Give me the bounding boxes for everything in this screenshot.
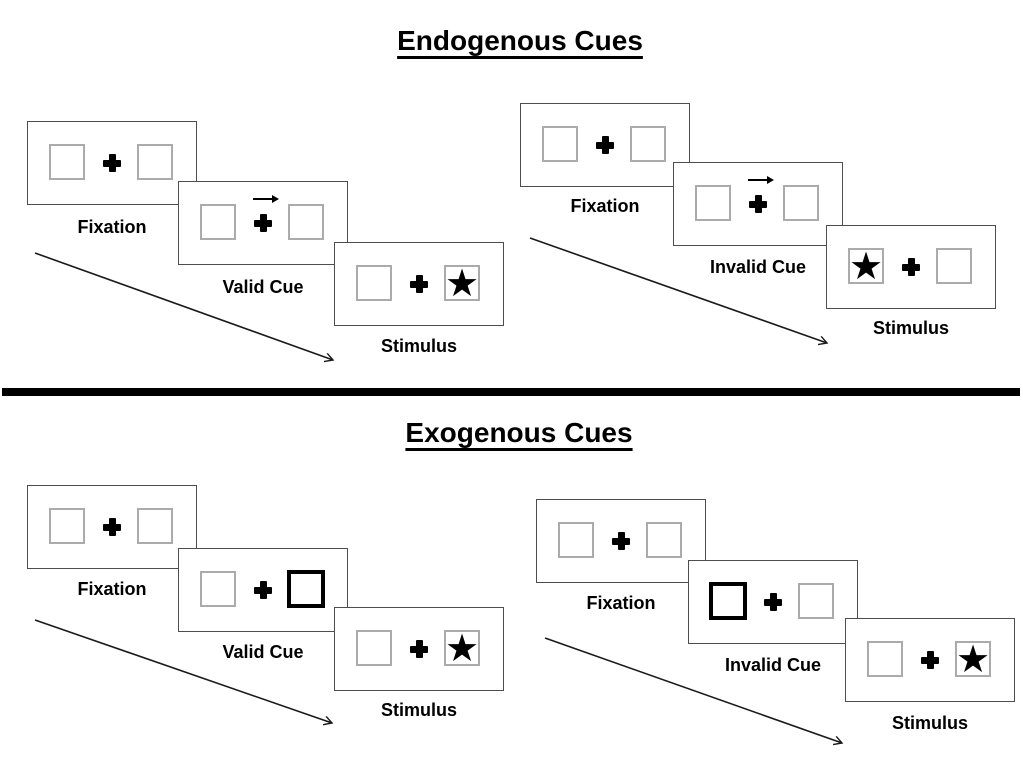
exogenous-valid-stimulus-panel: ★ [334, 607, 504, 691]
fixation-cross-icon [749, 195, 767, 213]
exogenous-valid-cue-panel [178, 548, 348, 632]
star-icon: ★ [444, 261, 480, 305]
star-icon: ★ [848, 244, 884, 288]
right-placeholder-box [137, 144, 173, 180]
left-placeholder-box [356, 630, 392, 666]
panel-label: Invalid Cue [709, 257, 807, 277]
left-placeholder-box [49, 144, 85, 180]
fixation-cross-icon [254, 214, 272, 232]
right-placeholder-box [783, 185, 819, 221]
star-stimulus-box: ★ [444, 261, 480, 305]
fixation-cross-icon [612, 532, 630, 550]
left-placeholder-box [49, 508, 85, 544]
cue-highlight-box [709, 582, 747, 620]
star-icon: ★ [444, 626, 480, 670]
star-icon: ★ [955, 637, 991, 681]
endogenous-valid-fixation-panel [27, 121, 197, 205]
cue-highlight-box [287, 570, 325, 608]
right-placeholder-box [646, 522, 682, 558]
star-stimulus-box: ★ [955, 637, 991, 681]
left-placeholder-box [200, 204, 236, 240]
left-placeholder-box [200, 571, 236, 607]
right-placeholder-box [630, 126, 666, 162]
left-placeholder-box [867, 641, 903, 677]
exogenous-invalid-stimulus-panel: ★ [845, 618, 1015, 702]
right-placeholder-box [288, 204, 324, 240]
right-placeholder-box [137, 508, 173, 544]
fixation-cross-icon [921, 651, 939, 669]
endogenous-valid-stimulus-panel: ★ [334, 242, 504, 326]
left-placeholder-box [356, 265, 392, 301]
endogenous-invalid-stimulus-panel: ★ [826, 225, 996, 309]
left-placeholder-box [695, 185, 731, 221]
left-placeholder-box [558, 522, 594, 558]
panel-label: Invalid Cue [724, 655, 822, 675]
fixation-cross-icon [103, 518, 121, 536]
exogenous-invalid-cue-panel [688, 560, 858, 644]
panel-label: Fixation [570, 196, 640, 216]
section-divider [2, 388, 1020, 396]
panel-label: Stimulus [872, 318, 949, 338]
fixation-cross-icon [596, 136, 614, 154]
panel-label: Stimulus [380, 336, 457, 356]
panel-label: Fixation [77, 579, 147, 599]
fixation-cross-icon [764, 593, 782, 611]
panel-label: Fixation [586, 593, 656, 613]
endogenous-section-title: Endogenous Cues [397, 25, 643, 56]
endogenous-invalid-cue-panel [673, 162, 843, 246]
panel-label: Stimulus [380, 700, 457, 720]
left-placeholder-box [542, 126, 578, 162]
fixation-cross-icon [902, 258, 920, 276]
panel-label: Valid Cue [222, 277, 304, 297]
star-stimulus-box: ★ [444, 626, 480, 670]
cue-arrow-right-icon [748, 176, 774, 184]
fixation-cross-icon [410, 640, 428, 658]
cue-arrow-right-icon [253, 195, 279, 203]
fixation-cross-icon [254, 581, 272, 599]
timeline-arrow-exogenous-valid [34, 619, 332, 723]
endogenous-valid-cue-panel [178, 181, 348, 265]
endogenous-invalid-fixation-panel [520, 103, 690, 187]
exogenous-valid-fixation-panel [27, 485, 197, 569]
panel-label: Fixation [77, 217, 147, 237]
star-stimulus-box: ★ [848, 244, 884, 288]
panel-label: Stimulus [891, 713, 968, 733]
exogenous-invalid-fixation-panel [536, 499, 706, 583]
timeline-arrow-endogenous-invalid [529, 237, 827, 343]
right-placeholder-box [936, 248, 972, 284]
fixation-cross-icon [103, 154, 121, 172]
fixation-cross-icon [410, 275, 428, 293]
exogenous-section-title: Exogenous Cues [405, 417, 633, 448]
timeline-arrow-endogenous-valid [34, 252, 333, 360]
timeline-arrow-exogenous-invalid [544, 637, 842, 743]
right-placeholder-box [798, 583, 834, 619]
panel-label: Valid Cue [222, 642, 304, 662]
